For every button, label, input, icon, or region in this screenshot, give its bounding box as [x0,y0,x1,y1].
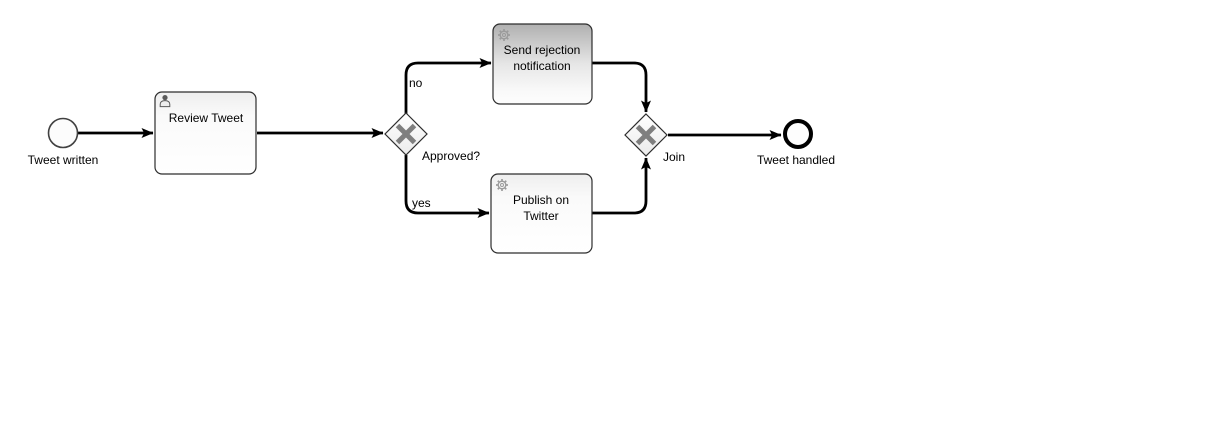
flow-rejection-to-join [592,61,651,113]
end-event[interactable] [783,119,813,149]
edge-label-yes: yes [412,196,431,210]
start-event[interactable] [47,117,79,149]
flow-publish-to-join [592,157,651,215]
task-send-rejection-label-line2: notification [513,59,570,73]
task-publish-on-twitter[interactable] [490,173,593,254]
flow-no-to-rejection [404,58,492,114]
x-stroke [395,123,417,145]
x-marker-icon [395,123,417,145]
edge-label-no: no [409,76,423,90]
x-stroke [635,124,657,146]
end-event-label: Tweet handled [757,153,835,167]
task-review-tweet[interactable] [154,91,257,175]
task-publish-twitter-label-line2: Twitter [523,209,558,223]
task-send-rejection-label-line1: Send rejection [504,43,581,57]
start-event-label: Tweet written [28,153,99,167]
task-publish-twitter-label-line1: Publish on [513,193,569,207]
task-review-tweet-label: Review Tweet [169,111,244,125]
flow-yes-to-publish [404,155,490,218]
gateway-join-label: Join [663,150,685,164]
x-marker-icon [635,124,657,146]
gateway-approved-label: Approved? [422,149,480,163]
task-send-rejection-notification[interactable] [492,23,593,105]
